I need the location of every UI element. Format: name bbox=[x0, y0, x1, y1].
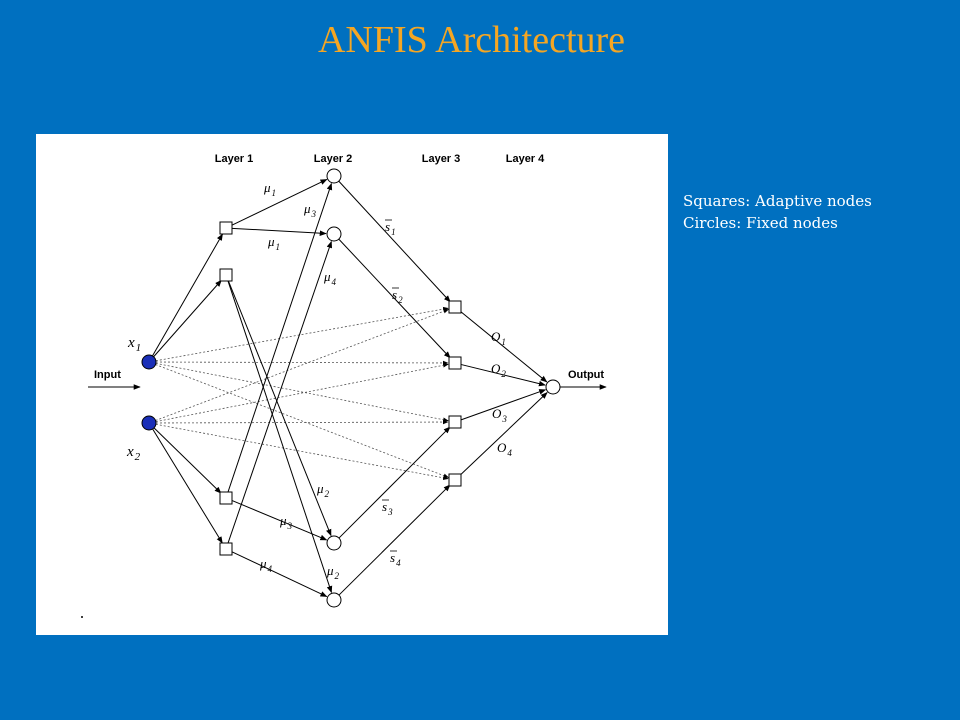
dotted-edge-x1-N3 bbox=[155, 362, 449, 422]
edge-label-mu3-top: μ3 bbox=[303, 201, 317, 219]
fixed-node-P2 bbox=[326, 226, 342, 242]
adaptive-node-A2 bbox=[219, 268, 233, 282]
adaptive-node-A1 bbox=[219, 221, 233, 235]
edge-label-mu1-top: μ1 bbox=[263, 180, 276, 198]
edge-label-s1: s1 bbox=[385, 219, 396, 237]
layer-label-layer4: Layer 4 bbox=[506, 153, 545, 165]
dotted-edge-x1-N1 bbox=[155, 306, 449, 362]
edge-A2-P4 bbox=[227, 280, 333, 594]
adaptive-node-N4 bbox=[448, 473, 462, 487]
edge-label-o4: O4 bbox=[497, 440, 512, 458]
edge-N1-Out bbox=[459, 310, 548, 383]
adaptive-node-N1 bbox=[448, 300, 462, 314]
anfis-diagram-panel: Layer 1 Layer 2 Layer 3 Layer 4 Input Output x… bbox=[36, 134, 668, 635]
edge-P3-N3 bbox=[338, 426, 451, 539]
fixed-node-P1 bbox=[326, 168, 342, 184]
edge-label-mu1-mid: μ1 bbox=[267, 234, 280, 252]
edge-label-s2: s2 bbox=[392, 287, 403, 305]
adaptive-node-B2 bbox=[219, 542, 233, 556]
edge-A1-P1 bbox=[231, 179, 328, 226]
edge-label-mu4-bot: μ4 bbox=[259, 556, 273, 574]
edge-label-mu2-bot: μ2 bbox=[326, 563, 340, 581]
edge-N3-Out bbox=[460, 389, 547, 421]
input-node-x1 bbox=[141, 354, 157, 370]
edge-label-o2: O2 bbox=[491, 361, 506, 379]
edge-label-s3: s3 bbox=[382, 499, 393, 517]
dotted-edge-x2-N1 bbox=[155, 309, 449, 421]
edge-x1-A1 bbox=[152, 233, 223, 357]
dotted-edge-x2-N2 bbox=[155, 363, 449, 423]
labels: Layer 1 Layer 2 Layer 3 Layer 4 Input Output x… bbox=[81, 153, 604, 618]
adaptive-node-B1 bbox=[219, 491, 233, 505]
anfis-diagram: Layer 1 Layer 2 Layer 3 Layer 4 Input Output x… bbox=[81, 153, 607, 618]
edge-A2-P3 bbox=[227, 280, 332, 537]
node-legend: Squares: Adaptive nodes Circles: Fixed n… bbox=[683, 190, 872, 234]
legend-circles: Circles: Fixed nodes bbox=[683, 214, 838, 232]
solid-edges bbox=[152, 179, 548, 598]
adaptive-node-N2 bbox=[448, 356, 462, 370]
adaptive-node-N3 bbox=[448, 415, 462, 429]
edge-N2-Out bbox=[460, 363, 546, 387]
edge-P4-N4 bbox=[338, 484, 451, 596]
legend-squares: Squares: Adaptive nodes bbox=[683, 192, 872, 210]
edge-B2-P4 bbox=[231, 551, 328, 598]
dotted-edge-x1-N4 bbox=[155, 364, 449, 478]
layer-label-layer2: Layer 2 bbox=[314, 153, 353, 165]
fixed-node-P4 bbox=[326, 592, 342, 608]
edge-label-s4: s4 bbox=[390, 550, 401, 568]
edge-x1-A2 bbox=[153, 279, 222, 358]
input-node-x2 bbox=[141, 415, 157, 431]
input-var-x2: x2 bbox=[126, 444, 141, 463]
edge-label-mu4-mid: μ4 bbox=[323, 269, 337, 287]
edge-label-mu3-low: μ3 bbox=[279, 513, 293, 531]
edge-A1-P2 bbox=[231, 227, 327, 237]
edge-x2-B2 bbox=[152, 428, 223, 544]
layer-label-layer3: Layer 3 bbox=[422, 153, 461, 165]
edge-N4-Out bbox=[459, 392, 548, 477]
dotted-edge-x1-N2 bbox=[155, 360, 449, 366]
edge-B1-P1 bbox=[227, 182, 333, 493]
fixed-node-P3 bbox=[326, 535, 342, 551]
edge-label-o3: O3 bbox=[492, 406, 507, 424]
stray-dot bbox=[81, 616, 83, 618]
output-label: Output bbox=[568, 369, 604, 381]
dotted-edge-x2-N4 bbox=[155, 423, 449, 480]
edge-label-o1: O1 bbox=[491, 329, 506, 347]
nodes bbox=[141, 168, 561, 608]
edge-P1-N1 bbox=[338, 180, 451, 303]
edge-P2-N2 bbox=[338, 238, 451, 359]
input-label: Input bbox=[94, 369, 121, 381]
edge-x2-B1 bbox=[153, 427, 222, 494]
edge-B1-P3 bbox=[231, 499, 328, 541]
dotted-edges bbox=[155, 306, 449, 480]
fixed-node-Out bbox=[545, 379, 561, 395]
edge-label-mu2-low: μ2 bbox=[316, 481, 330, 499]
layer-label-layer1: Layer 1 bbox=[215, 153, 254, 165]
slide-title: ANFIS Architecture bbox=[317, 19, 626, 61]
edge-B2-P2 bbox=[227, 240, 333, 544]
input-var-x1: x1 bbox=[127, 335, 141, 354]
dotted-edge-x2-N3 bbox=[155, 419, 449, 425]
